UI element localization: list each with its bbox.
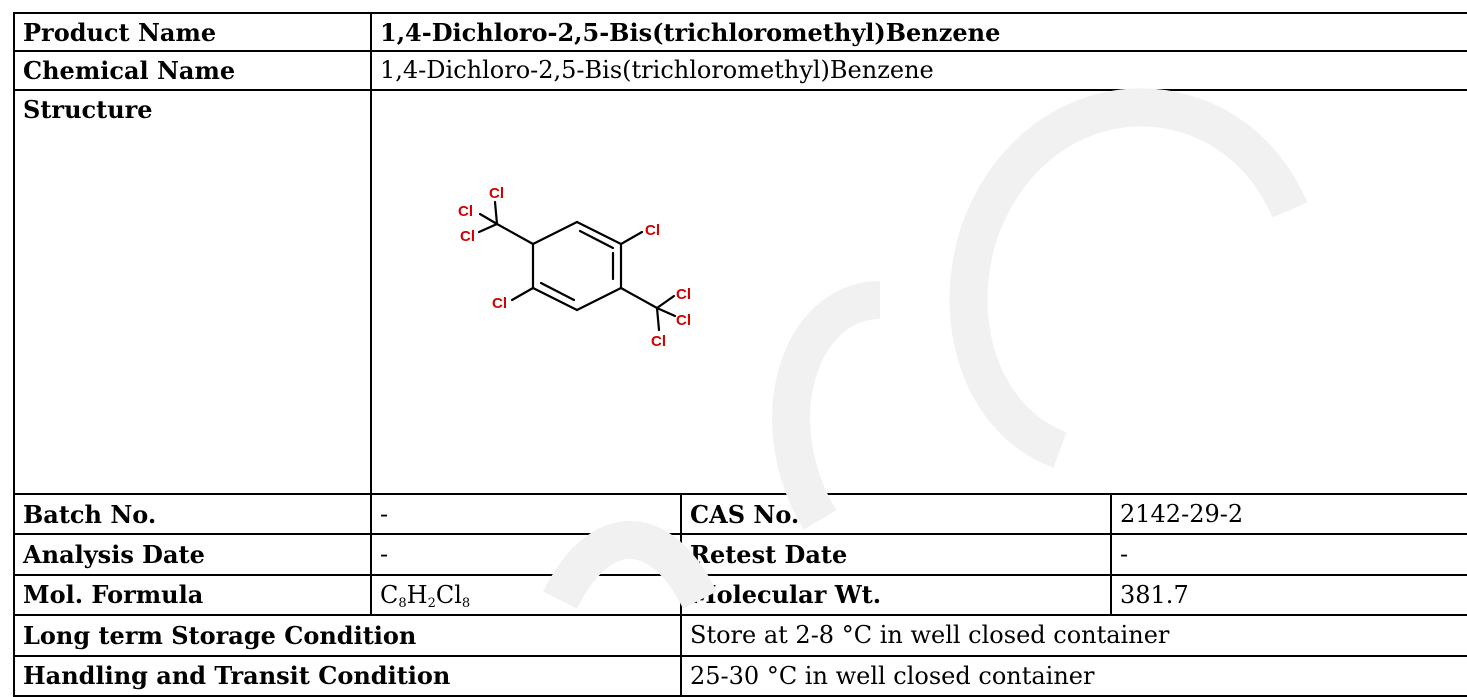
chemical-name-label: Chemical Name — [13, 50, 372, 91]
batch-cas-row: Batch No. - CAS No. 2142-29-2 — [13, 492, 1467, 536]
handling-label: Handling and Transit Condition — [13, 654, 682, 697]
atom-label: Cl — [492, 295, 507, 312]
formula-element-cl: Cl — [435, 580, 462, 609]
atom-label: Cl — [458, 203, 473, 220]
formula-element-c: C — [380, 580, 399, 609]
cas-no-value: 2142-29-2 — [1109, 492, 1467, 536]
atom-label: Cl — [489, 185, 504, 202]
retest-date-label: Retest Date — [680, 533, 1112, 576]
batch-no-value: - — [370, 492, 682, 536]
molecule-structure-drawing: Cl Cl Cl Cl Cl Cl Cl Cl — [458, 185, 691, 350]
molecular-wt-value: 381.7 — [1109, 573, 1467, 617]
storage-label: Long term Storage Condition — [13, 614, 682, 657]
product-name-value: 1,4-Dichloro-2,5-Bis(trichloromethyl)Ben… — [369, 11, 1467, 53]
atom-label: Cl — [460, 228, 475, 245]
batch-no-label: Batch No. — [13, 492, 372, 536]
structure-row: Structure — [13, 88, 1467, 495]
mol-formula-label: Mol. Formula — [13, 573, 372, 617]
formula-count-cl: 8 — [461, 595, 471, 611]
retest-date-value: - — [1109, 533, 1467, 576]
chemical-name-row: Chemical Name 1,4-Dichloro-2,5-Bis(trich… — [13, 50, 1467, 91]
atom-label: Cl — [676, 312, 691, 329]
storage-row: Long term Storage Condition Store at 2-8… — [13, 614, 1467, 657]
cas-no-label: CAS No. — [680, 492, 1112, 536]
formula-row: Mol. Formula C8H2Cl8 Molecular Wt. 381.7 — [13, 573, 1467, 617]
structure-label: Structure — [13, 88, 372, 495]
molecular-wt-label: Molecular Wt. — [680, 573, 1112, 617]
atom-label: Cl — [676, 286, 691, 303]
analysis-date-value: - — [370, 533, 682, 576]
product-name-row: Product Name 1,4-Dichloro-2,5-Bis(trichl… — [13, 11, 1467, 53]
handling-value: 25-30 °C in well closed container — [679, 654, 1467, 697]
storage-value: Store at 2-8 °C in well closed container — [679, 614, 1467, 657]
formula-element-h: H — [406, 580, 428, 609]
coa-table: Product Name 1,4-Dichloro-2,5-Bis(trichl… — [13, 11, 1467, 697]
atom-label: Cl — [651, 333, 666, 350]
atom-label: Cl — [645, 222, 660, 239]
product-name-label: Product Name — [13, 11, 372, 53]
structure-image: Cl Cl Cl Cl Cl Cl Cl Cl — [369, 88, 1467, 495]
chemical-name-value: 1,4-Dichloro-2,5-Bis(trichloromethyl)Ben… — [369, 50, 1467, 91]
dates-row: Analysis Date - Retest Date - — [13, 533, 1467, 576]
handling-row: Handling and Transit Condition 25-30 °C … — [13, 654, 1467, 697]
analysis-date-label: Analysis Date — [13, 533, 372, 576]
formula-count-h: 2 — [427, 595, 436, 611]
formula-count-c: 8 — [398, 595, 407, 611]
mol-formula-value: C8H2Cl8 — [370, 573, 682, 617]
